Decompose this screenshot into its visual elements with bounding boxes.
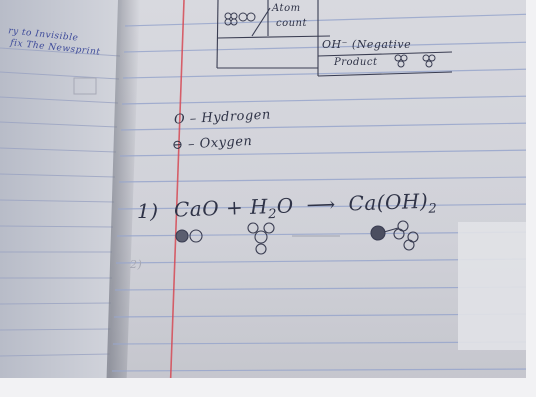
right-page	[108, 0, 536, 397]
photo-bottom-edge	[0, 378, 536, 397]
equation-number: 1)	[137, 199, 159, 223]
left-page	[0, 0, 125, 397]
equation-product-subscript: 2	[428, 201, 438, 217]
equation-oxygen: O	[276, 193, 295, 218]
equation-reactants: CaO + H	[173, 194, 269, 222]
left-page-lines	[0, 47, 121, 383]
faded-number: 2)	[130, 258, 143, 271]
photo-right-edge	[526, 0, 536, 397]
equation-product: Ca(OH)	[348, 188, 429, 216]
table-cell-count: count	[276, 18, 308, 29]
equation-arrow: ⟶	[306, 191, 337, 217]
table-cell-atom: Atom	[272, 3, 301, 14]
table-cell-negative: OH⁻ (Negative	[322, 38, 412, 51]
equation-molecules	[175, 220, 419, 255]
table-cell-product: Product	[334, 57, 378, 68]
margin-line	[169, 0, 185, 397]
top-table	[216, 0, 453, 77]
paper-patch	[458, 222, 536, 350]
spine-shadow	[106, 0, 140, 397]
table-molecules	[224, 12, 436, 68]
left-page-tab	[73, 77, 97, 95]
